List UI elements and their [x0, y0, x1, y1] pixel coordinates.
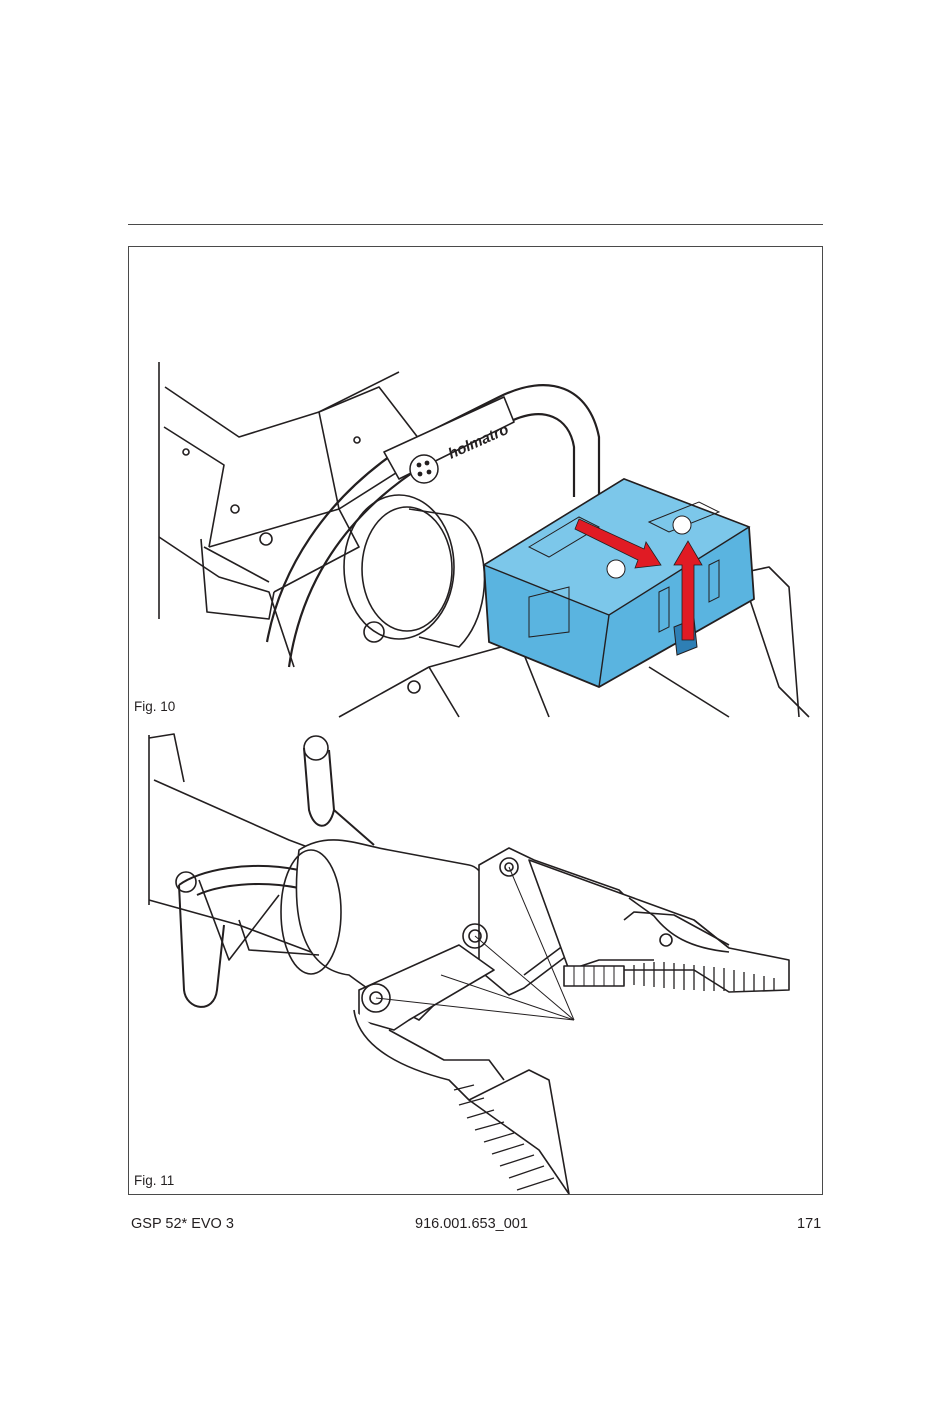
figure-11-illustration	[129, 720, 822, 1194]
figure-10-illustration: holmatro	[129, 247, 822, 720]
figure-10-panel: holmatro Fig. 10	[128, 246, 823, 721]
footer-model-name: GSP 52* EVO 3	[131, 1216, 234, 1232]
holmatro-logo	[410, 455, 438, 483]
footer-document-number: 916.001.653_001	[415, 1216, 528, 1232]
battery-pack	[484, 479, 754, 687]
header-rule	[128, 224, 823, 225]
footer-page-number: 171	[797, 1216, 821, 1232]
figure-11-panel: Fig. 11	[128, 720, 823, 1195]
figure-10-caption: Fig. 10	[134, 699, 175, 714]
figure-11-caption: Fig. 11	[134, 1173, 174, 1188]
